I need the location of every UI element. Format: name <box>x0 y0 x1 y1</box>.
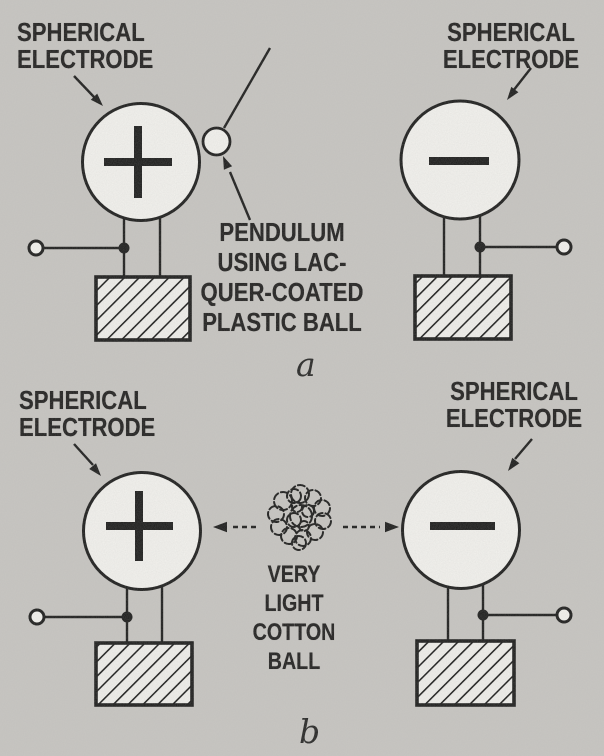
arrowhead-icon <box>385 521 399 533</box>
stand-base-left-b <box>94 641 194 707</box>
label-line: SPHERICAL <box>450 376 578 406</box>
minus-symbol-b <box>430 522 495 530</box>
leader-arrow-right-b <box>514 438 533 460</box>
label-spherical-electrode-a-left: SPHERICAL ELECTRODE <box>17 19 153 73</box>
arrowhead-icon <box>507 86 519 100</box>
junction-dot-left-a <box>118 242 130 254</box>
label-line: ELECTRODE <box>442 44 580 74</box>
cotton-ball-scribble <box>267 484 332 551</box>
label-line: COTTON <box>252 619 336 646</box>
leader-arrow-left-b <box>73 443 94 466</box>
label-cotton-note: VERY LIGHT COTTON BALL <box>212 560 376 676</box>
caption-b: b <box>299 712 321 751</box>
stand-base-right-a <box>413 274 513 341</box>
junction-dot-right-a <box>474 241 486 253</box>
pendulum-ball <box>201 126 232 157</box>
minus-symbol-a <box>429 157 489 165</box>
pendulum-string <box>222 47 272 129</box>
plus-symbol-a <box>134 126 142 198</box>
label-line: SPHERICAL <box>447 17 575 47</box>
label-spherical-electrode-a-right: SPHERICAL ELECTRODE <box>426 19 596 73</box>
label-line: LIGHT <box>264 590 324 617</box>
arrowhead-icon <box>213 521 227 533</box>
label-line: ELECTRODE <box>17 44 154 74</box>
label-line: PENDULUM <box>219 217 345 247</box>
arrowhead-icon <box>508 457 520 471</box>
label-line: ELECTRODE <box>19 412 156 442</box>
binding-post-left-a <box>27 239 45 257</box>
label-line: USING LAC- <box>217 247 347 277</box>
arrowhead-icon <box>223 156 233 170</box>
label-spherical-electrode-b-right: SPHERICAL ELECTRODE <box>429 378 599 432</box>
binding-post-right-a <box>555 238 573 256</box>
stand-base-right-b <box>415 639 516 707</box>
label-line: BALL <box>267 648 321 675</box>
binding-post-right-b <box>555 606 573 624</box>
label-spherical-electrode-b-left: SPHERICAL ELECTRODE <box>19 387 155 441</box>
label-pendulum-note: PENDULUM USING LAC- QUER-COATED PLASTIC … <box>197 217 367 337</box>
junction-dot-left-b <box>121 611 133 623</box>
leader-arrow-left-a <box>73 75 95 98</box>
plus-symbol-b <box>135 491 143 561</box>
binding-post-left-b <box>28 608 46 626</box>
label-line: QUER-COATED <box>200 277 364 307</box>
junction-dot-right-b <box>477 609 489 621</box>
label-line: VERY <box>267 561 321 588</box>
leader-arrow-pendulum <box>228 171 252 221</box>
label-line: PLASTIC BALL <box>202 307 362 337</box>
stand-base-left-a <box>94 275 192 342</box>
label-line: SPHERICAL <box>19 385 147 415</box>
caption-a: a <box>296 345 316 384</box>
label-line: ELECTRODE <box>445 403 583 433</box>
label-line: SPHERICAL <box>17 17 145 47</box>
arrowhead-icon <box>89 463 101 476</box>
